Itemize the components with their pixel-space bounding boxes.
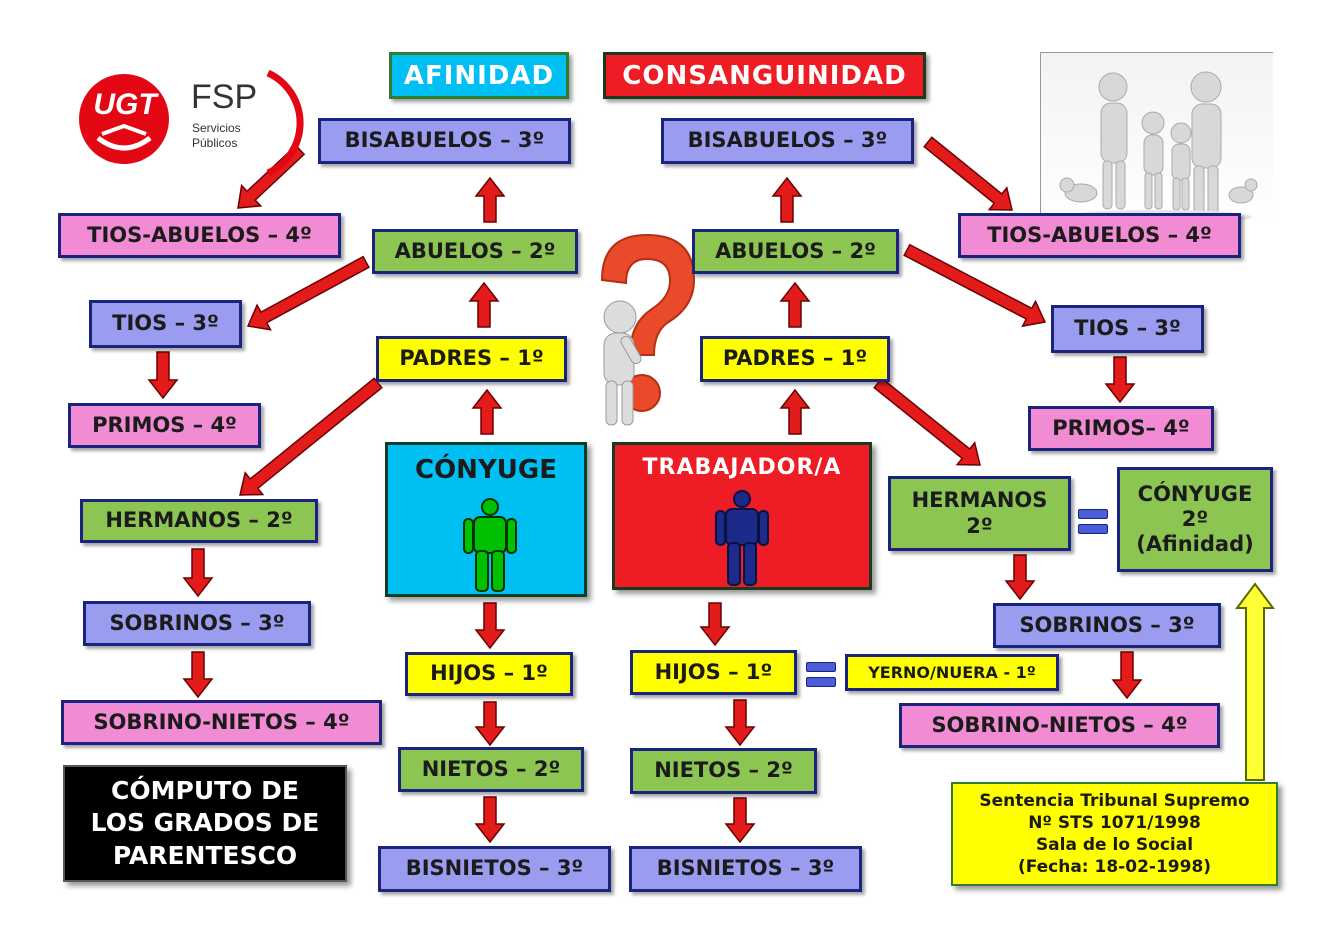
equals-icon — [1078, 509, 1108, 539]
red-arrow — [147, 351, 179, 400]
red-arrow — [471, 388, 503, 435]
box-yerno-nuera: YERNO/NUERA - 1º — [845, 654, 1059, 691]
ugt-logo: UGT FSP Servicios Públicos — [78, 68, 308, 178]
box-tios-consanguinidad: TIOS – 3º — [1051, 305, 1204, 353]
box-sobrinos-consanguinidad: SOBRINOS – 3º — [993, 603, 1221, 648]
red-arrow — [1104, 356, 1136, 404]
red-arrow — [182, 651, 214, 699]
box-primos-afinidad: PRIMOS – 4º — [68, 403, 261, 448]
box-nietos-consanguinidad: NIETOS – 2º — [630, 748, 817, 794]
box-bisnietos-afinidad: BISNIETOS – 3º — [378, 846, 611, 892]
box-conyuge: CÓNYUGE — [385, 442, 587, 597]
red-arrow — [474, 701, 506, 747]
conyuge-hermano-afinidad: (Afinidad) — [1136, 532, 1254, 557]
box-sobrino-nietos-afinidad: SOBRINO-NIETOS – 4º — [61, 700, 382, 745]
header-consanguinidad: CONSANGUINIDAD — [603, 52, 926, 99]
red-arrow — [474, 796, 506, 844]
red-arrow — [903, 243, 1047, 328]
red-arrow — [1004, 554, 1036, 601]
box-bisnietos-consanguinidad: BISNIETOS – 3º — [629, 846, 862, 892]
header-afinidad: AFINIDAD — [389, 52, 569, 99]
family-image — [1040, 52, 1273, 229]
red-arrow — [923, 136, 1013, 211]
box-tios-abuelos-consanguinidad: TIOS-ABUELOS – 4º — [958, 213, 1241, 258]
trabajador-label: TRABAJADOR/A — [642, 455, 842, 480]
computo-line2: LOS GRADOS DE — [90, 808, 320, 838]
box-bisabuelos-afinidad: BISABUELOS – 3º — [318, 118, 571, 164]
red-arrow — [239, 377, 383, 496]
sentencia-box: Sentencia Tribunal Supremo Nº STS 1071/1… — [951, 782, 1278, 886]
box-sobrinos-afinidad: SOBRINOS – 3º — [83, 601, 311, 646]
conyuge-hermano-grado: 2º — [1181, 506, 1209, 531]
red-arrow — [873, 377, 981, 466]
person-navy-icon — [715, 490, 769, 586]
computo-line3: PARENTESCO — [112, 840, 298, 870]
hermanos-label: HERMANOS — [911, 488, 1048, 513]
fsp-sub2: Públicos — [192, 136, 238, 150]
sentencia-line3: Sala de lo Social — [1035, 835, 1194, 855]
box-hijos-consanguinidad: HIJOS – 1º — [630, 650, 797, 695]
ugt-text: UGT — [93, 88, 157, 121]
red-arrow — [246, 255, 370, 331]
box-hermanos-afinidad: HERMANOS – 2º — [80, 499, 318, 543]
fsp-text: FSP — [191, 78, 258, 116]
box-tios-abuelos-afinidad: TIOS-ABUELOS – 4º — [58, 213, 341, 258]
box-tios-afinidad: TIOS – 3º — [89, 300, 242, 348]
fsp-sub1: Servicios — [192, 121, 241, 135]
red-arrow — [724, 699, 756, 747]
box-trabajador: TRABAJADOR/A — [612, 442, 872, 590]
box-padres-consanguinidad: PADRES – 1º — [700, 336, 890, 382]
box-primos-consanguinidad: PRIMOS– 4º — [1028, 406, 1214, 451]
family-figures-icon — [1059, 71, 1258, 224]
person-green-icon — [463, 498, 517, 592]
red-arrow — [468, 281, 500, 328]
computo-box: CÓMPUTO DE LOS GRADOS DE PARENTESCO — [63, 765, 347, 882]
box-conyuge-hermano: CÓNYUGE 2º (Afinidad) — [1117, 467, 1273, 572]
red-arrow — [182, 548, 214, 598]
red-arrow — [779, 281, 811, 328]
red-arrow — [1111, 651, 1143, 700]
box-abuelos-consanguinidad: ABUELOS – 2º — [692, 229, 899, 274]
ugt-logo-icon — [79, 69, 304, 177]
box-bisabuelos-consanguinidad: BISABUELOS – 3º — [661, 118, 914, 164]
thinking-figure — [582, 225, 712, 435]
red-arrow — [771, 176, 803, 223]
box-padres-afinidad: PADRES – 1º — [376, 336, 567, 382]
red-arrow — [474, 602, 506, 650]
sentencia-line4: (Fecha: 18-02-1998) — [1017, 857, 1212, 878]
box-nietos-afinidad: NIETOS – 2º — [398, 747, 584, 792]
box-sobrino-nietos-consanguinidad: SOBRINO-NIETOS – 4º — [899, 703, 1220, 748]
hermanos-grado: 2º — [966, 513, 993, 538]
red-arrow — [699, 602, 731, 647]
sentencia-line2: Nº STS 1071/1998 — [1028, 812, 1201, 833]
sentencia-line1: Sentencia Tribunal Supremo — [979, 790, 1250, 811]
conyuge-label: CÓNYUGE — [415, 455, 557, 485]
question-mark-icon — [600, 233, 696, 426]
computo-line1: CÓMPUTO DE — [111, 775, 299, 805]
box-abuelos-afinidad: ABUELOS – 2º — [372, 229, 578, 274]
equals-icon — [806, 662, 836, 692]
box-hijos-afinidad: HIJOS – 1º — [405, 652, 573, 696]
red-arrow — [779, 388, 811, 435]
red-arrow — [474, 176, 506, 223]
box-hermanos-consanguinidad: HERMANOS 2º — [888, 476, 1071, 551]
red-arrow — [724, 797, 756, 844]
conyuge-hermano-label: CÓNYUGE — [1137, 481, 1253, 506]
yellow-arrow — [1235, 582, 1275, 781]
